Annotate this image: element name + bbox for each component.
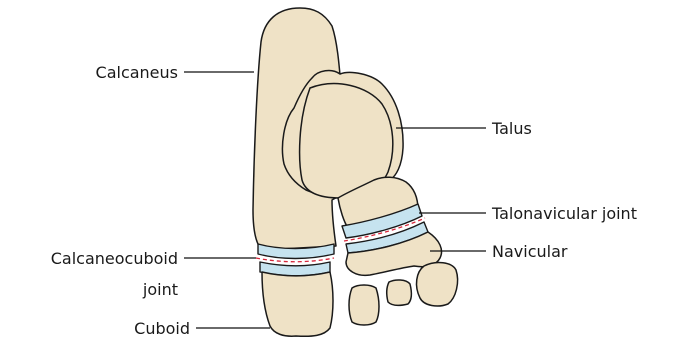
calcaneocuboid-joint-label-line2: joint <box>142 280 178 299</box>
cuneiform-bone-2 <box>387 280 412 305</box>
talonavicular-joint-label: Talonavicular joint <box>491 204 637 223</box>
cuneiform-bone-1 <box>349 285 379 325</box>
cuneiform-bone-3 <box>417 263 458 306</box>
calcaneocuboid-joint-label-line1: Calcaneocuboid <box>51 249 178 268</box>
talus-label: Talus <box>491 119 532 138</box>
navicular-label: Navicular <box>492 242 568 261</box>
cuboid-bone <box>262 272 333 336</box>
cuboid-label: Cuboid <box>134 319 190 338</box>
calcaneus-label: Calcaneus <box>96 63 178 82</box>
